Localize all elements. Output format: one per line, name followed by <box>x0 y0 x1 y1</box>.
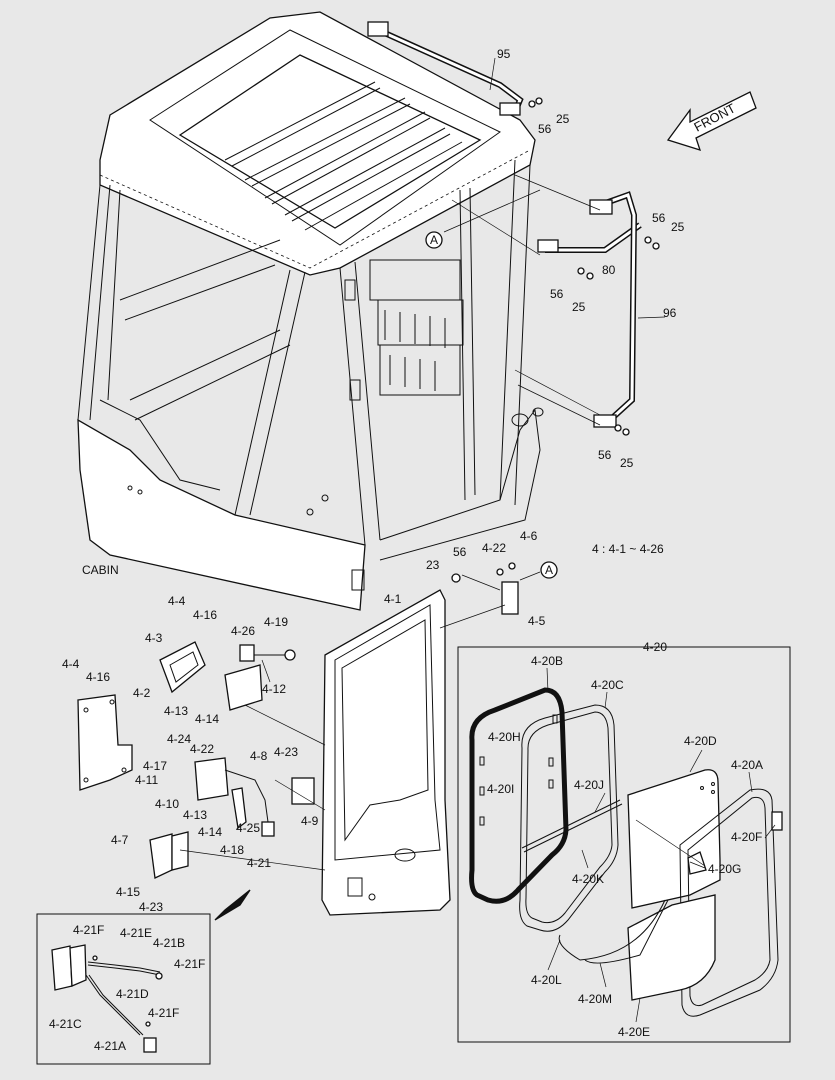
label-4-8: 4-8 <box>250 749 268 763</box>
label-56e: 56 <box>453 545 467 559</box>
handrail-80 <box>537 222 642 280</box>
label-4-20A: 4-20A <box>731 758 763 772</box>
label-4-20M: 4-20M <box>578 992 612 1006</box>
label-4-21C: 4-21C <box>49 1017 82 1031</box>
label-4-18: 4-18 <box>220 843 244 857</box>
handrail-95 <box>367 21 543 116</box>
front-arrow: FRONT <box>666 91 757 151</box>
callout-a-top-letter: A <box>430 233 438 247</box>
callout-a-bottom-letter: A <box>545 563 553 577</box>
striker-4-7 <box>149 831 189 879</box>
label-80: 80 <box>602 263 616 277</box>
label-4-26: 4-26 <box>231 624 255 638</box>
label-4-20B: 4-20B <box>531 654 563 668</box>
door-assembly <box>321 589 451 916</box>
label-4-3: 4-3 <box>145 631 163 645</box>
label-56d: 56 <box>598 448 612 462</box>
label-4-21B: 4-21B <box>153 936 185 950</box>
callout-a-top: A <box>425 231 443 249</box>
label-4-21A: 4-21A <box>94 1039 126 1053</box>
label-4-17: 4-17 <box>143 759 167 773</box>
cover-4-2 <box>77 694 133 791</box>
label-4-20H: 4-20H <box>488 730 521 744</box>
label-4-6: 4-6 <box>520 529 538 543</box>
label-4-20: 4-20 <box>643 640 667 654</box>
label-4-20I: 4-20I <box>487 782 514 796</box>
label-4-13b: 4-13 <box>183 808 207 822</box>
label-4-20G: 4-20G <box>708 862 741 876</box>
label-4-7: 4-7 <box>111 833 129 847</box>
cabin-body <box>77 11 544 611</box>
label-4-2: 4-2 <box>133 686 151 700</box>
lock-4-10 <box>194 757 269 830</box>
label-4-20K: 4-20K <box>572 872 604 886</box>
striker-4-9 <box>291 777 315 805</box>
label-25a: 25 <box>556 112 570 126</box>
label-25b: 25 <box>671 220 685 234</box>
label-25d: 25 <box>620 456 634 470</box>
label-4-16b: 4-16 <box>86 670 110 684</box>
label-4-16a: 4-16 <box>193 608 217 622</box>
leader-lines-left <box>179 659 326 871</box>
label-4-11: 4-11 <box>135 773 158 787</box>
label-4-12: 4-12 <box>262 682 286 696</box>
label-4-20D: 4-20D <box>684 734 717 748</box>
label-4-10: 4-10 <box>155 797 179 811</box>
label-4-21F-c: 4-21F <box>148 1006 179 1020</box>
label-4-4a: 4-4 <box>168 594 186 608</box>
leader-lines-window <box>546 667 776 1023</box>
label-4-25: 4-25 <box>236 821 260 835</box>
label-4-21F-a: 4-21F <box>73 923 104 937</box>
label-group-note: 4 : 4-1 ~ 4-26 <box>592 542 664 556</box>
label-4-21D: 4-21D <box>116 987 149 1001</box>
label-4-9: 4-9 <box>301 814 319 828</box>
label-56c: 56 <box>550 287 564 301</box>
switch-4-21 <box>261 821 275 837</box>
handle-4-3 <box>159 641 206 694</box>
label-4-19: 4-19 <box>264 615 288 629</box>
label-cabin: CABIN <box>82 563 119 577</box>
label-4-22b: 4-22 <box>190 742 214 756</box>
label-4-14a: 4-14 <box>195 712 219 726</box>
label-4-20F: 4-20F <box>731 830 762 844</box>
label-4-21: 4-21 <box>247 856 271 870</box>
label-56b: 56 <box>652 211 666 225</box>
label-4-14b: 4-14 <box>198 825 222 839</box>
callout-a-bottom: A <box>540 561 558 579</box>
label-4-15: 4-15 <box>116 885 140 899</box>
label-4-20L: 4-20L <box>531 973 562 987</box>
label-4-1: 4-1 <box>384 592 402 606</box>
label-4-20C: 4-20C <box>591 678 624 692</box>
label-96: 96 <box>663 306 677 320</box>
label-4-20J: 4-20J <box>574 778 604 792</box>
label-4-20E: 4-20E <box>618 1025 650 1039</box>
label-4-23b: 4-23 <box>139 900 163 914</box>
part-labels: CABIN 4 : 4-1 ~ 4-26 95 56 25 56 25 80 5… <box>49 47 763 1053</box>
handrail-96 <box>589 191 660 436</box>
label-95: 95 <box>497 47 511 61</box>
latch-4-5 <box>439 562 541 629</box>
label-4-21E: 4-21E <box>120 926 152 940</box>
window-box-4-20 <box>457 646 791 1043</box>
label-25c: 25 <box>572 300 586 314</box>
harness-detail-4-21 <box>36 913 211 1065</box>
label-4-24: 4-24 <box>167 732 191 746</box>
label-4-23a: 4-23 <box>274 745 298 759</box>
label-4-13a: 4-13 <box>164 704 188 718</box>
label-56a: 56 <box>538 122 552 136</box>
label-4-5: 4-5 <box>528 614 546 628</box>
label-4-22a: 4-22 <box>482 541 506 555</box>
label-4-4b: 4-4 <box>62 657 80 671</box>
label-4-21F-b: 4-21F <box>174 957 205 971</box>
leader-lines-top <box>443 57 666 426</box>
label-23: 23 <box>426 558 440 572</box>
lock-4-12 <box>224 644 296 711</box>
